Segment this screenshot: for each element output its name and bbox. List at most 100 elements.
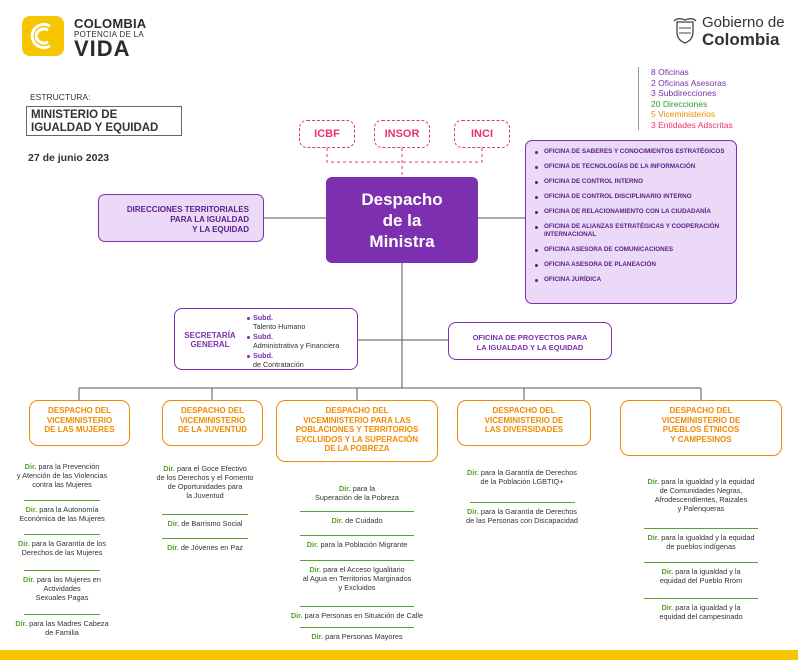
summary-label: Oficinas Asesoras — [655, 77, 727, 88]
dir-label: Dir. — [15, 619, 28, 628]
direccion-line: Afrodescendientes, Raizales — [654, 495, 748, 504]
direccion-line: Dir. para las Madres Cabeza — [8, 619, 116, 628]
subd-name: Talento Humano — [253, 321, 306, 331]
viceministerio-title-line: DESPACHO DEL — [48, 406, 111, 415]
direccion-separator — [644, 562, 758, 563]
direccion-line: la Juventud — [186, 491, 224, 500]
dir-label: Dir. — [647, 533, 660, 542]
viceministerio-title-line: DE LAS MUJERES — [44, 425, 115, 434]
viceministerio-title-line: VICEMINISTERIO PARA LAS — [303, 415, 411, 425]
dir-label: Dir. — [311, 632, 324, 641]
proyectos-line-1: OFICINA DE PROYECTOS PARA — [472, 333, 588, 342]
oficina-item: OFICINA DE SABERES Y CONOCIMIENTOS ESTRA… — [534, 148, 728, 156]
direccion-line: de Oportunidades para — [167, 482, 243, 491]
oficinas-box: OFICINA DE SABERES Y CONOCIMIENTOS ESTRA… — [525, 140, 737, 304]
dir-label: Dir. — [467, 507, 479, 516]
oficina-item: OFICINA DE ALIANZAS ESTRATÉGICAS Y COOPE… — [534, 223, 728, 239]
ministry-name-line-2: IGUALDAD Y EQUIDAD — [31, 122, 159, 134]
dir-label: Dir. — [338, 484, 351, 493]
summary-item: 5 Viceministerios — [651, 109, 733, 120]
direccion-line: de pueblos indígenas — [666, 542, 736, 551]
direccion-text: para la igualdad y la — [673, 603, 741, 612]
summary-label: Viceministerios — [655, 109, 716, 119]
dir-label: Dir. — [167, 543, 179, 552]
direccion-separator — [300, 535, 414, 536]
dir-label: Dir. — [17, 539, 30, 548]
direccion-separator — [300, 560, 414, 561]
direccion-line: Dir. para el Acceso Igualitario — [276, 565, 438, 574]
direccion-line: Económica de las Mujeres — [19, 514, 105, 523]
direccion-line: de los Derechos y el Fomento — [156, 473, 254, 482]
direccion-line: y Atención de las Violencias — [16, 471, 108, 480]
dir-label: Dir. — [290, 611, 303, 620]
subd-administrativa: Subd. Administrativa y Financiera — [247, 332, 340, 350]
direccion-separator — [162, 538, 248, 539]
direccion-text: para el Goce Efectivo — [174, 464, 247, 473]
direccion-line: equidad del campesinado — [659, 612, 743, 621]
direccion-item: Dir. de Jóvenes en Paz — [144, 543, 266, 552]
direccion-separator — [300, 606, 414, 607]
ministry-name-line-1: MINISTERIO DE — [31, 109, 118, 121]
direccion-line: Dir. para el Goce Efectivo — [144, 464, 266, 473]
direccion-line: Dir. para la igualdad y la — [620, 567, 782, 576]
direccion-text: para la Garantía de Derechos — [478, 507, 577, 516]
despacho-line-1: Despacho — [361, 189, 443, 209]
direccion-item: Dir. de Barrismo Social — [144, 519, 266, 528]
viceministerio-title-line: DE LA JUVENTUD — [177, 425, 248, 434]
bullet-icon — [247, 316, 250, 320]
direccion-separator — [644, 598, 758, 599]
colombia-logo-icon — [22, 16, 64, 56]
direccion-line: Sexuales Pagas — [35, 593, 89, 602]
direccion-text: para las Madres Cabeza — [27, 619, 109, 628]
direccion-line: de la Población LGBTIQ+ — [480, 477, 564, 486]
direccion-line: y Excluidos — [338, 583, 376, 592]
viceministerio-title-line: VICEMINISTERIO — [46, 415, 113, 425]
summary-label: Oficinas — [655, 67, 689, 77]
direccion-text: para las Mujeres en — [34, 575, 101, 584]
direccion-line: Dir. para la Garantía de los — [8, 539, 116, 548]
direccion-line: Dir. para la Autonomía — [8, 505, 116, 514]
direccion-text: para la Garantía de Derechos — [478, 468, 577, 477]
viceministerio-title-line: LAS DIVERSIDADES — [484, 425, 564, 434]
logo-line-2: POTENCIA DE LA — [74, 30, 144, 39]
direccion-separator — [162, 514, 248, 515]
dir-terr-line-1: DIRECCIONES TERRITORIALES — [126, 205, 249, 214]
despacho-line-2: de la — [382, 210, 422, 230]
direccion-line: Dir. para la igualdad y la equidad — [620, 477, 782, 486]
direccion-line: Dir. para la Garantía de Derechos — [447, 468, 597, 477]
summary-item: 20 Direcciones — [651, 99, 733, 110]
dir-label: Dir. — [647, 477, 660, 486]
dir-label: Dir. — [661, 603, 674, 612]
estructura-label: ESTRUCTURA: — [30, 92, 91, 102]
proyectos-line-2: LA IGUALDAD Y LA EQUIDAD — [476, 342, 584, 352]
secretaria-general-box — [174, 308, 358, 370]
subd-name: Administrativa y Financiera — [253, 340, 340, 350]
summary-item: 2 Oficinas Asesoras — [651, 78, 733, 89]
dir-label: Dir. — [24, 462, 37, 471]
summary-label: Subdirecciones — [655, 88, 717, 98]
subd-label: Subd. — [253, 351, 273, 360]
direccion-line: Dir. para Personas Mayores — [276, 632, 438, 641]
subd-talento-humano: Subd. Talento Humano — [247, 313, 306, 331]
dir-label: Dir. — [163, 464, 175, 473]
subd-label: Subd. — [253, 313, 273, 322]
direccion-line: Dir. para la Prevención — [8, 462, 116, 471]
direccion-line: Dir. de Barrismo Social — [144, 519, 266, 528]
viceministerio-title-line: VICEMINISTERIO DE — [661, 415, 741, 425]
direccion-separator — [300, 511, 414, 512]
direccion-text: de Barrismo Social — [179, 519, 243, 528]
logo-line-3: VIDA — [74, 36, 131, 61]
gobierno-line-1: Gobierno de — [702, 14, 785, 31]
direccion-line: Superación de la Pobreza — [315, 493, 399, 502]
direccion-text: de Jóvenes en Paz — [178, 543, 243, 552]
direccion-text: para la igualdad y la equidad — [659, 533, 755, 542]
despacho-ministra: Despacho de la Ministra — [326, 177, 478, 263]
